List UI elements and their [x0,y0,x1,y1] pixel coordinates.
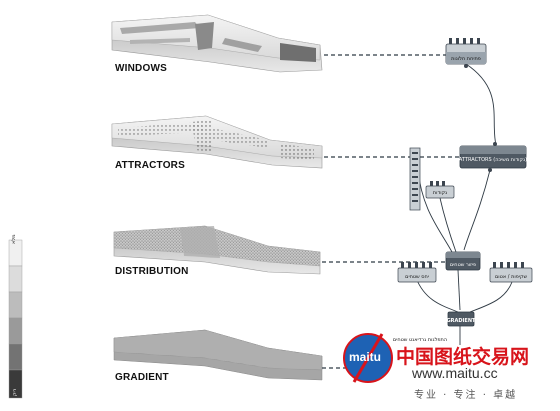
watermark-slogan: 专业 · 专注 · 卓越 [414,390,518,401]
node-windows[interactable]: פתיחת חלונות [445,38,487,68]
node-right-small[interactable]: שקיפות / אטום [489,262,533,283]
wire-attractors-distribution [463,169,491,251]
wire-right-gradient [469,281,513,313]
node-vertical[interactable] [409,147,421,211]
gradient-caption: התפלגות גרדיאנט שטחים [393,337,447,343]
node-left-small[interactable]: יחס שטחים [397,262,437,283]
node-gradient[interactable]: GRADIENT [447,311,476,327]
node-attractors-text: ATTRACTORS (נקודות משיכה) [459,157,527,163]
node-left-small-text: יחס שטחים [405,274,429,280]
watermark-badge-text: maitu [349,350,382,364]
watermark-cn-title: 中国图纸交易网 [396,346,530,368]
node-mid[interactable]: נקודות [425,181,455,199]
wire-distribution-gradient [457,269,461,311]
wire-windows-attractors [465,63,497,146]
wire-vertical-distribution [417,169,453,253]
wire-mid-distribution [439,197,457,253]
wire-left-gradient [415,277,459,313]
label-gradient: GRADIENT [115,372,169,383]
slab-windows [111,14,323,73]
node-mid-text: נקודות [433,190,447,196]
wires [415,63,513,345]
node-right-small-text: שקיפות / אטום [495,274,528,280]
dashed-connectors [322,54,460,369]
slab-gradient [113,329,323,381]
scale-top-label: מלא [11,234,17,244]
slab-attractors [111,115,323,169]
slab-distribution [113,225,321,275]
node-distribution[interactable]: פיזור שטחים [445,251,481,271]
label-windows: WINDOWS [115,63,167,74]
node-windows-text: פתיחת חלונות [451,56,481,62]
gray-scale-bar [8,239,23,399]
node-distribution-text: פיזור שטחים [450,262,476,268]
node-gradient-text: GRADIENT [447,318,476,324]
label-distribution: DISTRIBUTION [115,266,189,277]
node-attractors[interactable]: ATTRACTORS (נקודות משיכה) [459,142,527,172]
scale-bottom-label: ריק [12,388,18,397]
watermark-logo [343,333,393,383]
label-attractors: ATTRACTORS [115,160,185,171]
watermark-url: www.maitu.cc [412,365,498,381]
